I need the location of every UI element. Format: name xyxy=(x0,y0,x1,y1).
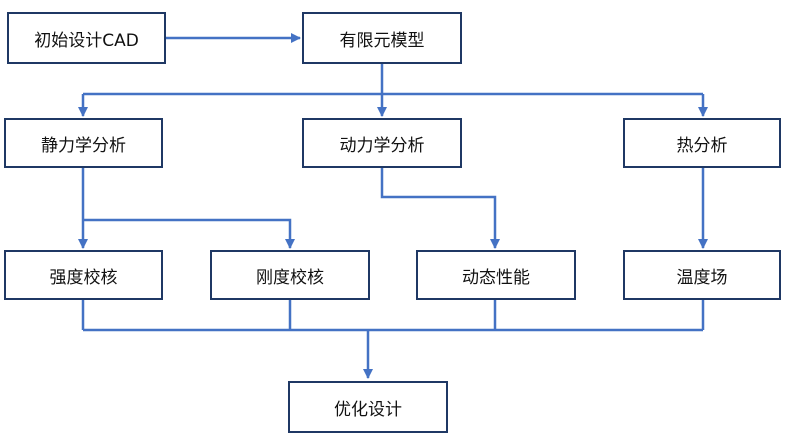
node-initial-design-cad: 初始设计CAD xyxy=(7,12,166,64)
node-dynamic-performance: 动态性能 xyxy=(416,250,576,300)
node-fem-model: 有限元模型 xyxy=(302,12,462,64)
node-thermal-analysis: 热分析 xyxy=(623,118,781,168)
node-static-analysis: 静力学分析 xyxy=(4,118,163,168)
node-temperature-field: 温度场 xyxy=(623,250,781,300)
edge-dynamic-to-dynperf xyxy=(380,168,500,249)
node-strength-check: 强度校核 xyxy=(4,250,163,300)
edge-static-to-stiffness xyxy=(83,218,295,249)
node-stiffness-check: 刚度校核 xyxy=(210,250,370,300)
node-dynamic-analysis: 动力学分析 xyxy=(302,118,462,168)
node-optimization-design: 优化设计 xyxy=(288,381,448,433)
